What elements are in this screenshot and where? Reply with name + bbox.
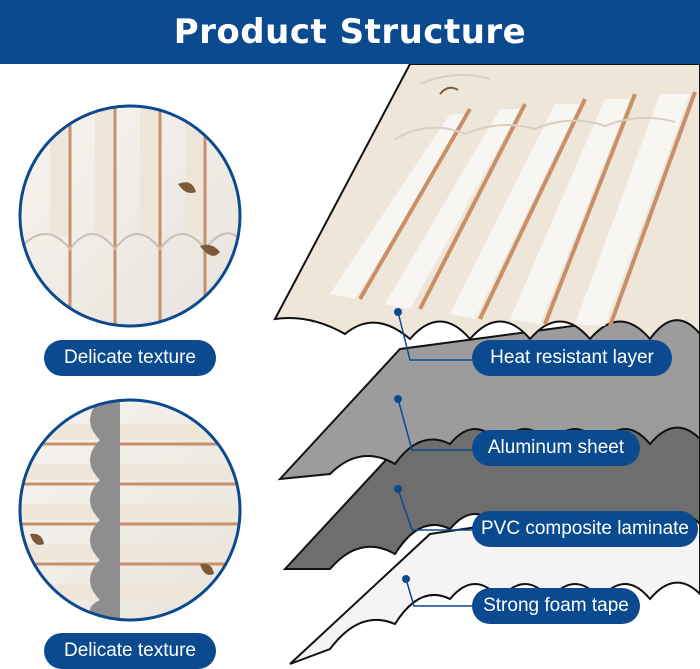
- callout-delicate-texture-bottom: Delicate texture: [44, 633, 216, 669]
- callout-strong-foam-tape: Strong foam tape: [472, 588, 640, 624]
- callout-dots: [394, 308, 410, 583]
- layer-heat-resistant: [273, 64, 700, 341]
- page-title: Product Structure: [173, 12, 527, 52]
- callout-delicate-texture-top: Delicate texture: [44, 340, 216, 376]
- callout-leaders: [397, 311, 472, 607]
- texture-closeup-top: [18, 104, 242, 328]
- header-banner: Product Structure: [0, 0, 700, 64]
- callout-pvc-composite-laminate: PVC composite laminate: [472, 511, 698, 547]
- product-illustration: Delicate texture Delicate texture Heat r…: [0, 64, 700, 669]
- callout-aluminum-sheet: Aluminum sheet: [472, 430, 640, 466]
- callout-heat-resistant-layer: Heat resistant layer: [472, 340, 672, 376]
- texture-closeup-bottom: [18, 398, 242, 622]
